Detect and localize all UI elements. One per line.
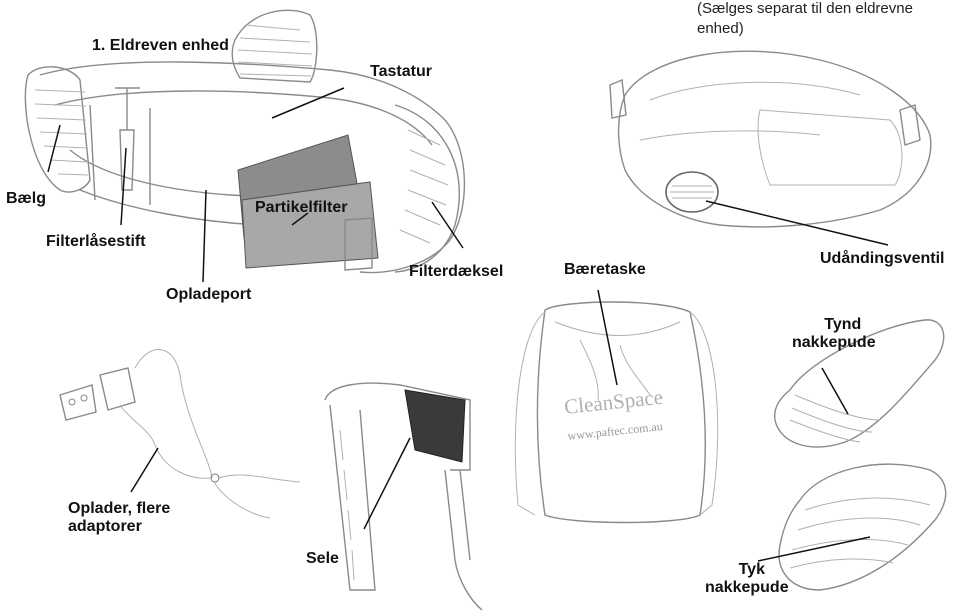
label-charge-port: Opladeport (166, 286, 251, 304)
charger-illustration (60, 350, 300, 518)
harness-illustration (325, 383, 482, 610)
label-thick-neck-pad-line1: Tyk (715, 561, 789, 579)
leader-charge-port (203, 190, 206, 282)
label-thick-neck-pad: Tyk nakkepude (715, 561, 789, 598)
label-thin-neck-pad: Tynd nakkepude (810, 316, 876, 353)
label-harness: Sele (306, 550, 339, 568)
label-keypad: Tastatur (370, 63, 432, 81)
top-bellows-illustration (232, 10, 316, 82)
leader-keypad (272, 88, 344, 118)
label-exhalation-valve: Udåndingsventil (820, 250, 944, 268)
filter-cover-illustration (395, 105, 459, 272)
label-thin-neck-pad-line1: Tynd (810, 316, 876, 334)
label-charger-line1: Oplader, flere (68, 500, 170, 518)
leader-carry-bag (598, 290, 617, 385)
label-filter-cover: Filterdæksel (409, 263, 503, 281)
label-powered-unit: 1. Eldreven enhed (92, 37, 229, 55)
label-filter-lock-pin: Filterlåsestift (46, 233, 146, 251)
sold-separately-note-line1: (Sælges separat til den eldrevne (697, 0, 913, 19)
label-charger: Oplader, flere adaptorer (68, 500, 170, 537)
leader-charger (131, 448, 158, 492)
label-bellows: Bælg (6, 190, 46, 208)
label-thick-neck-pad-line2: nakkepude (705, 579, 789, 597)
leader-exhalation-valve (706, 201, 888, 245)
carry-bag-illustration: CleanSpace www.paftec.com.au (515, 302, 717, 523)
mask-illustration (610, 51, 931, 227)
label-charger-line2: adaptorer (68, 518, 170, 536)
sold-separately-note: (Sælges separat til den eldrevne enhed) (697, 0, 913, 40)
bag-url-text: www.paftec.com.au (567, 419, 663, 443)
bellows-illustration (25, 67, 90, 192)
leader-thick-neck-pad (758, 537, 870, 561)
sold-separately-note-line2: enhed) (697, 19, 913, 39)
bag-brand-text: CleanSpace (563, 385, 664, 419)
thick-neck-pad-illustration (779, 464, 946, 590)
label-carry-bag: Bæretaske (564, 261, 646, 279)
label-particle-filter: Partikelfilter (255, 199, 347, 217)
exhalation-valve-illustration (666, 172, 718, 212)
label-thin-neck-pad-line2: nakkepude (792, 334, 876, 352)
leader-harness (364, 438, 410, 529)
